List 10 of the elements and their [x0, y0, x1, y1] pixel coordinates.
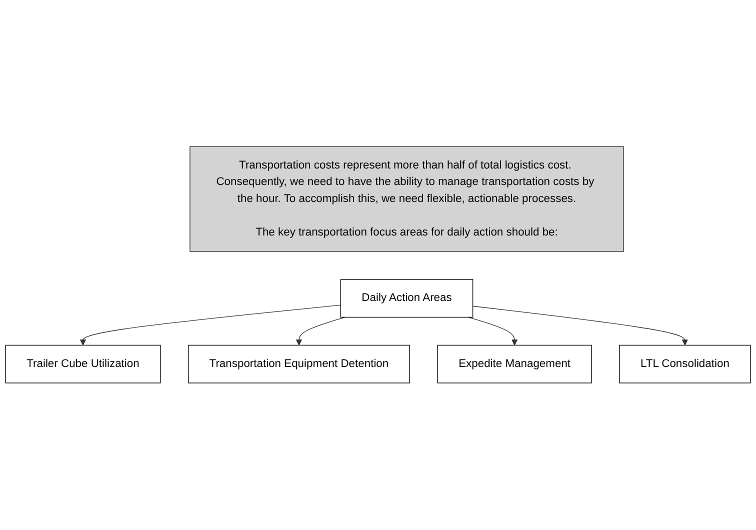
arrow	[468, 317, 518, 346]
node-box: Daily Action Areas	[340, 279, 474, 318]
node-box: LTL Consolidation	[619, 345, 751, 384]
node-box: Trailer Cube Utilization	[5, 345, 161, 384]
node-box: Expedite Management	[437, 345, 592, 384]
arrow	[296, 317, 346, 346]
node-box: Transportation costs represent more than half of total logistics cost. Consequently, we need to have the ability to manage transportation costs by the hour. To accomplish this, we need flexible, actionable processes. The key transportation focus areas for daily action should be:	[190, 146, 624, 252]
arrow	[80, 304, 342, 346]
arrow	[472, 306, 688, 346]
node-box: Transportation Equipment Detention	[188, 345, 410, 384]
